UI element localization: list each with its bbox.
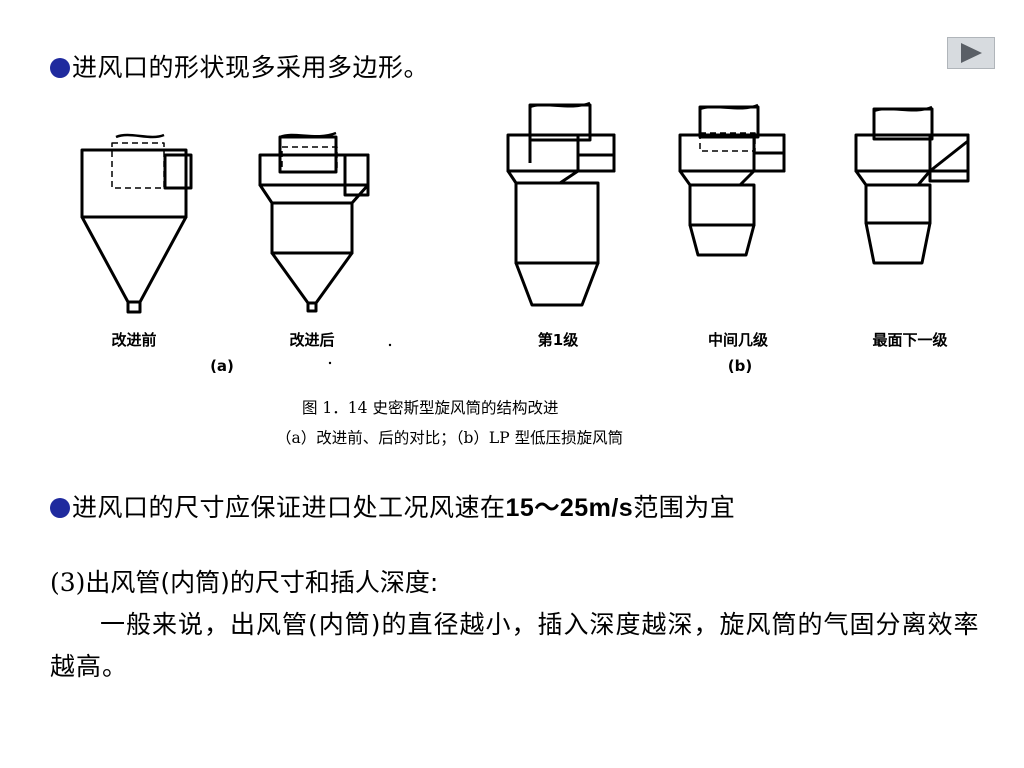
cyclone-stage-1 xyxy=(506,101,616,307)
bullet-shape: 进风口的形状现多采用多边形。 xyxy=(50,48,429,84)
bullet-dot-icon xyxy=(50,58,70,78)
cyclone-middle xyxy=(678,103,786,257)
play-icon xyxy=(961,43,982,63)
section-number: (3) xyxy=(50,568,86,597)
body-paragraph: 一般来说，出风管(内筒)的直径越小，插入深度越深，旋风筒的气固分离效率越高。 xyxy=(50,610,980,681)
group-b-label: (b) xyxy=(728,357,752,375)
label-after: 改进后 xyxy=(289,331,334,349)
label-stage-1: 第1级 xyxy=(538,331,579,349)
cyclone-before xyxy=(80,133,193,314)
label-middle: 中间几级 xyxy=(708,331,769,349)
next-slide-button[interactable] xyxy=(947,37,995,69)
figure-caption-sub: （a）改进前、后的对比；（b）LP 型低压损旋风筒 xyxy=(276,429,623,447)
velocity-range: 15～25m/s xyxy=(505,494,634,522)
label-before: 改进前 xyxy=(111,331,156,349)
bullet-dot-icon xyxy=(50,498,70,518)
section-3-heading: (3)出风管(内筒)的尺寸和插人深度: xyxy=(50,563,438,599)
group-a-label: (a) xyxy=(210,357,234,375)
cyclone-after xyxy=(258,131,370,313)
cyclone-lowest xyxy=(854,105,970,265)
bullet-text: 进风口的形状现多采用多边形。 xyxy=(72,53,430,82)
label-lowest: 最面下一级 xyxy=(872,331,948,349)
bullet-text-pre: 进风口的尺寸应保证进口处工况风速在 xyxy=(72,493,506,522)
figure-caption-title: 图 1．14 史密斯型旋风筒的结构改进 xyxy=(302,399,558,417)
bullet-shape: 进风口的尺寸应保证进口处工况风速在15～25m/s范围为宜 xyxy=(50,488,735,524)
bullet-text-post: 范围为宜 xyxy=(633,493,736,522)
cyclone-figure: 改进前 改进后 第1级 中间几级 最面下一级 (a) (b) 图 1．14 史密… xyxy=(80,101,970,447)
section-title: 出风管(内筒)的尺寸和插人深度: xyxy=(85,568,439,597)
